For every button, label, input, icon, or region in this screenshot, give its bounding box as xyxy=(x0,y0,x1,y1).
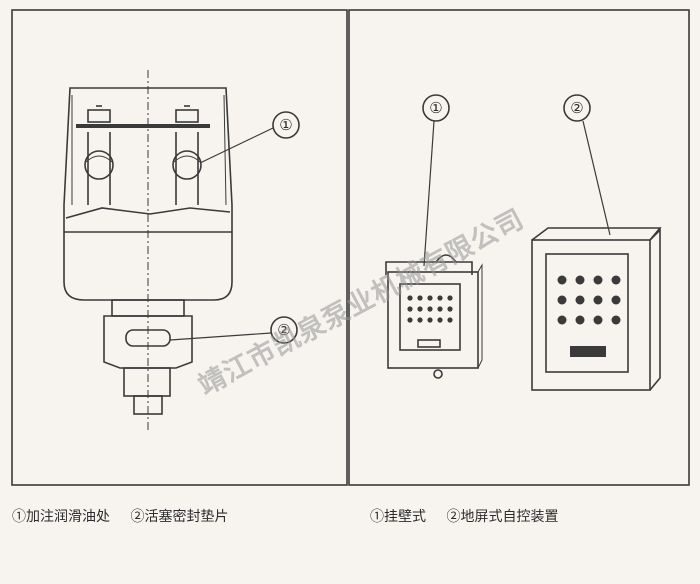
piston-stem xyxy=(133,395,163,415)
bolt-head-right xyxy=(175,109,199,123)
floor-cabinet-button xyxy=(575,315,585,325)
caption-lubrication-point: ①加注润滑油处 xyxy=(12,509,110,525)
wall-box-button xyxy=(427,295,433,301)
floor-cabinet-button xyxy=(557,275,567,285)
floor-controller xyxy=(531,227,662,391)
wall-box-button xyxy=(447,295,453,301)
wall-box-button xyxy=(417,306,423,312)
port-highlight xyxy=(85,155,201,163)
caption-floor-controller: ②地屏式自控装置 xyxy=(446,509,559,525)
floor-cabinet-body xyxy=(531,239,651,391)
wall-box-button xyxy=(407,295,413,301)
bolt-shafts xyxy=(87,132,199,205)
wall-box-cable-port xyxy=(433,369,443,379)
piston-nut xyxy=(123,367,171,397)
wall-box-button xyxy=(447,306,453,312)
wall-box-button xyxy=(437,295,443,301)
floor-cabinet-button xyxy=(611,295,621,305)
callout-circle-2-left xyxy=(270,316,298,344)
floor-cabinet-panel xyxy=(545,253,629,373)
callout-circle-1-right xyxy=(422,94,450,122)
piston-seal-gasket xyxy=(125,329,171,347)
leader-line-2-left xyxy=(169,332,272,341)
floor-cabinet-side xyxy=(649,228,661,391)
valve-body-seam xyxy=(65,207,231,219)
wall-box-buttons xyxy=(407,295,453,323)
wall-box-hanger xyxy=(435,254,457,263)
floor-cabinet-button xyxy=(593,275,603,285)
callout-circle-1-left xyxy=(272,111,300,139)
leader-line-2-right xyxy=(582,120,611,236)
caption-piston-seal: ②活塞密封垫片 xyxy=(130,509,229,525)
wall-box-side xyxy=(477,263,483,369)
wall-box-button xyxy=(407,306,413,312)
bolt-head-left xyxy=(87,109,111,123)
callout-label-2-left: ② xyxy=(277,321,290,339)
wall-box-button xyxy=(407,317,413,323)
floor-cabinet-button xyxy=(575,275,585,285)
valve-inner-wall xyxy=(71,94,227,206)
wall-box-button xyxy=(437,317,443,323)
wall-box-button xyxy=(427,317,433,323)
wall-box-button xyxy=(417,317,423,323)
callout-circle-2-right xyxy=(563,94,591,122)
wall-box-button xyxy=(447,317,453,323)
floor-cabinet-button xyxy=(593,315,603,325)
leader-line-1-right xyxy=(423,120,435,267)
floor-cabinet-button xyxy=(593,295,603,305)
wall-mounted-controller xyxy=(385,254,483,379)
wall-box-body xyxy=(387,271,479,369)
valve-body xyxy=(63,87,233,301)
caption-wall-mounted: ①挂壁式 xyxy=(370,509,426,525)
right-caption: ①挂壁式 ②地屏式自控装置 xyxy=(370,506,574,526)
lubrication-port-right xyxy=(172,150,202,180)
piston-housing xyxy=(103,315,193,369)
left-caption: ①加注润滑油处 ②活塞密封垫片 xyxy=(12,506,244,526)
left-panel-frame xyxy=(11,9,348,486)
floor-cabinet-button xyxy=(611,315,621,325)
pump-valve-drawing xyxy=(63,70,233,430)
lubrication-port-left xyxy=(84,150,114,180)
floor-cabinet-buttons xyxy=(557,275,621,357)
floor-cabinet-display xyxy=(570,346,606,357)
wall-box-button xyxy=(437,306,443,312)
callout-label-1-left: ① xyxy=(279,116,292,134)
floor-cabinet-top xyxy=(531,227,662,241)
wall-box-panel xyxy=(399,283,461,351)
leader-line-1-left xyxy=(199,127,274,164)
floor-cabinet-button xyxy=(557,315,567,325)
callout-label-1-right: ① xyxy=(429,99,442,117)
floor-cabinet-button xyxy=(575,295,585,305)
right-panel-frame xyxy=(348,9,690,486)
floor-cabinet-button xyxy=(557,295,567,305)
wall-box-top xyxy=(385,261,473,275)
wall-box-display xyxy=(417,339,441,348)
wall-box-button xyxy=(427,306,433,312)
wall-box-button xyxy=(417,295,423,301)
callout-label-2-right: ② xyxy=(570,99,583,117)
floor-cabinet-button xyxy=(611,275,621,285)
